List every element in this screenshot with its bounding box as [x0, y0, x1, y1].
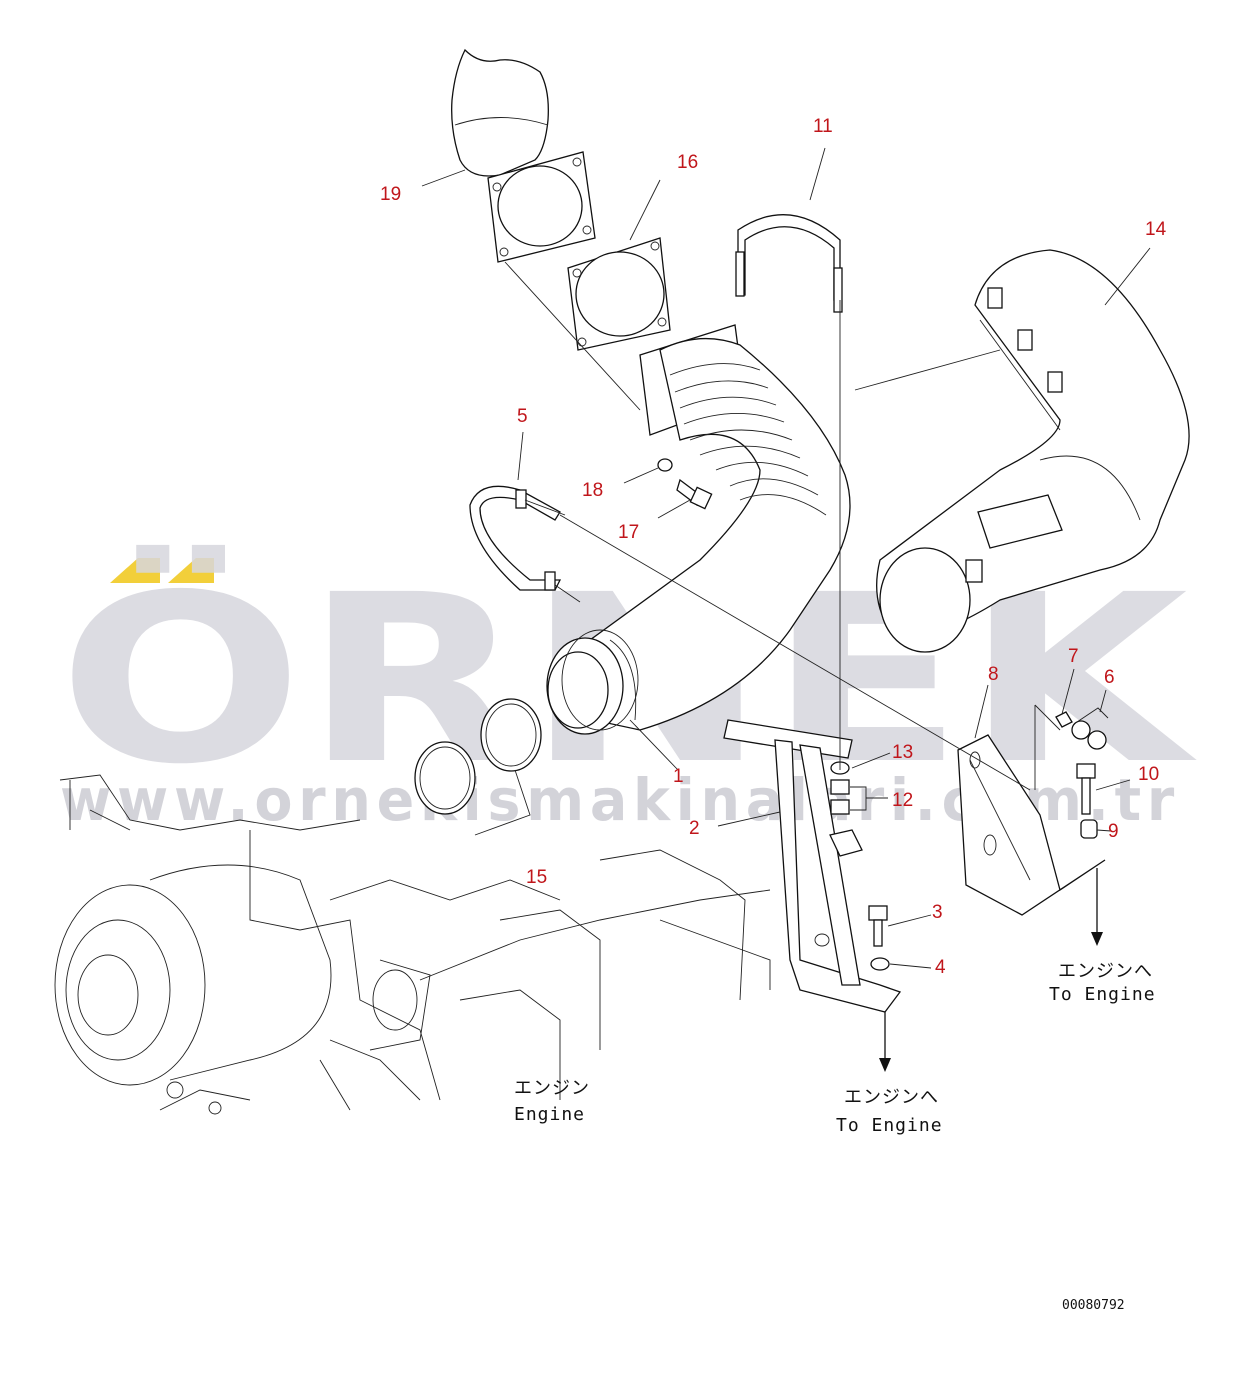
arrows-to-engine: [879, 868, 1103, 1072]
leader-lines: [421, 147, 1151, 969]
part-1-bellows-pipe: [546, 324, 851, 735]
engine-label-jp: エンジン: [514, 1078, 590, 1099]
callout-19: 19: [380, 184, 401, 205]
callout-10: 10: [1138, 764, 1159, 785]
arrow-down-icon: [879, 1058, 891, 1072]
part-6-7-9-10-hardware: [1055, 707, 1109, 839]
callout-13: 13: [892, 742, 913, 763]
callout-11: 11: [813, 116, 833, 137]
callout-3: 3: [932, 902, 943, 923]
callout-15: 15: [526, 867, 547, 888]
part-14-heat-shield: [876, 249, 1190, 653]
callout-6: 6: [1104, 667, 1115, 688]
engine-label-en: Engine: [514, 1104, 585, 1125]
part-11-u-clamp: [735, 214, 843, 313]
part-12-13-nut-washer: [829, 761, 867, 857]
to-engine-label-jp-1: エンジンへ: [844, 1087, 939, 1108]
callout-16: 16: [677, 152, 698, 173]
callout-1: 1: [673, 766, 684, 787]
callout-8: 8: [988, 664, 999, 685]
callout-9: 9: [1108, 821, 1119, 842]
part-17-18-bolt-washer: [657, 458, 713, 510]
callout-18: 18: [582, 480, 603, 501]
callout-2: 2: [689, 818, 700, 839]
part-5-band-clamp: [469, 485, 581, 603]
to-engine-label-en-2: To Engine: [1049, 984, 1156, 1005]
callout-4: 4: [935, 957, 946, 978]
callout-17: 17: [618, 522, 639, 543]
engine-labels: エンジン Engine エンジンへ To Engine エンジンへ To Eng…: [514, 961, 1156, 1136]
drawing-code: 00080792: [1062, 1298, 1125, 1313]
part-19-exhaust-elbow: [451, 48, 596, 263]
watermark-accent-mark-left: [110, 558, 160, 583]
callout-5: 5: [517, 406, 528, 427]
to-engine-label-jp-2: エンジンへ: [1058, 961, 1153, 982]
arrow-down-icon: [1091, 932, 1103, 946]
callout-14: 14: [1145, 219, 1167, 240]
part-15-seal-rings: [414, 698, 542, 836]
engine-outline: [54, 774, 771, 1115]
callout-12: 12: [892, 790, 913, 811]
callout-numbers: 1 2 3 4 5 6 7 8 9 10 11 12 13 14 15 16 1…: [380, 116, 1167, 978]
watermark-accent-mark-right: [168, 558, 214, 583]
part-3-4-bolt-washer: [868, 905, 890, 971]
part-8-rear-bracket: [957, 734, 1106, 916]
part-2-support-bracket: [723, 719, 902, 1013]
callout-7: 7: [1068, 646, 1079, 667]
to-engine-label-en-1: To Engine: [836, 1115, 943, 1136]
part-16-gasket: [567, 237, 671, 351]
